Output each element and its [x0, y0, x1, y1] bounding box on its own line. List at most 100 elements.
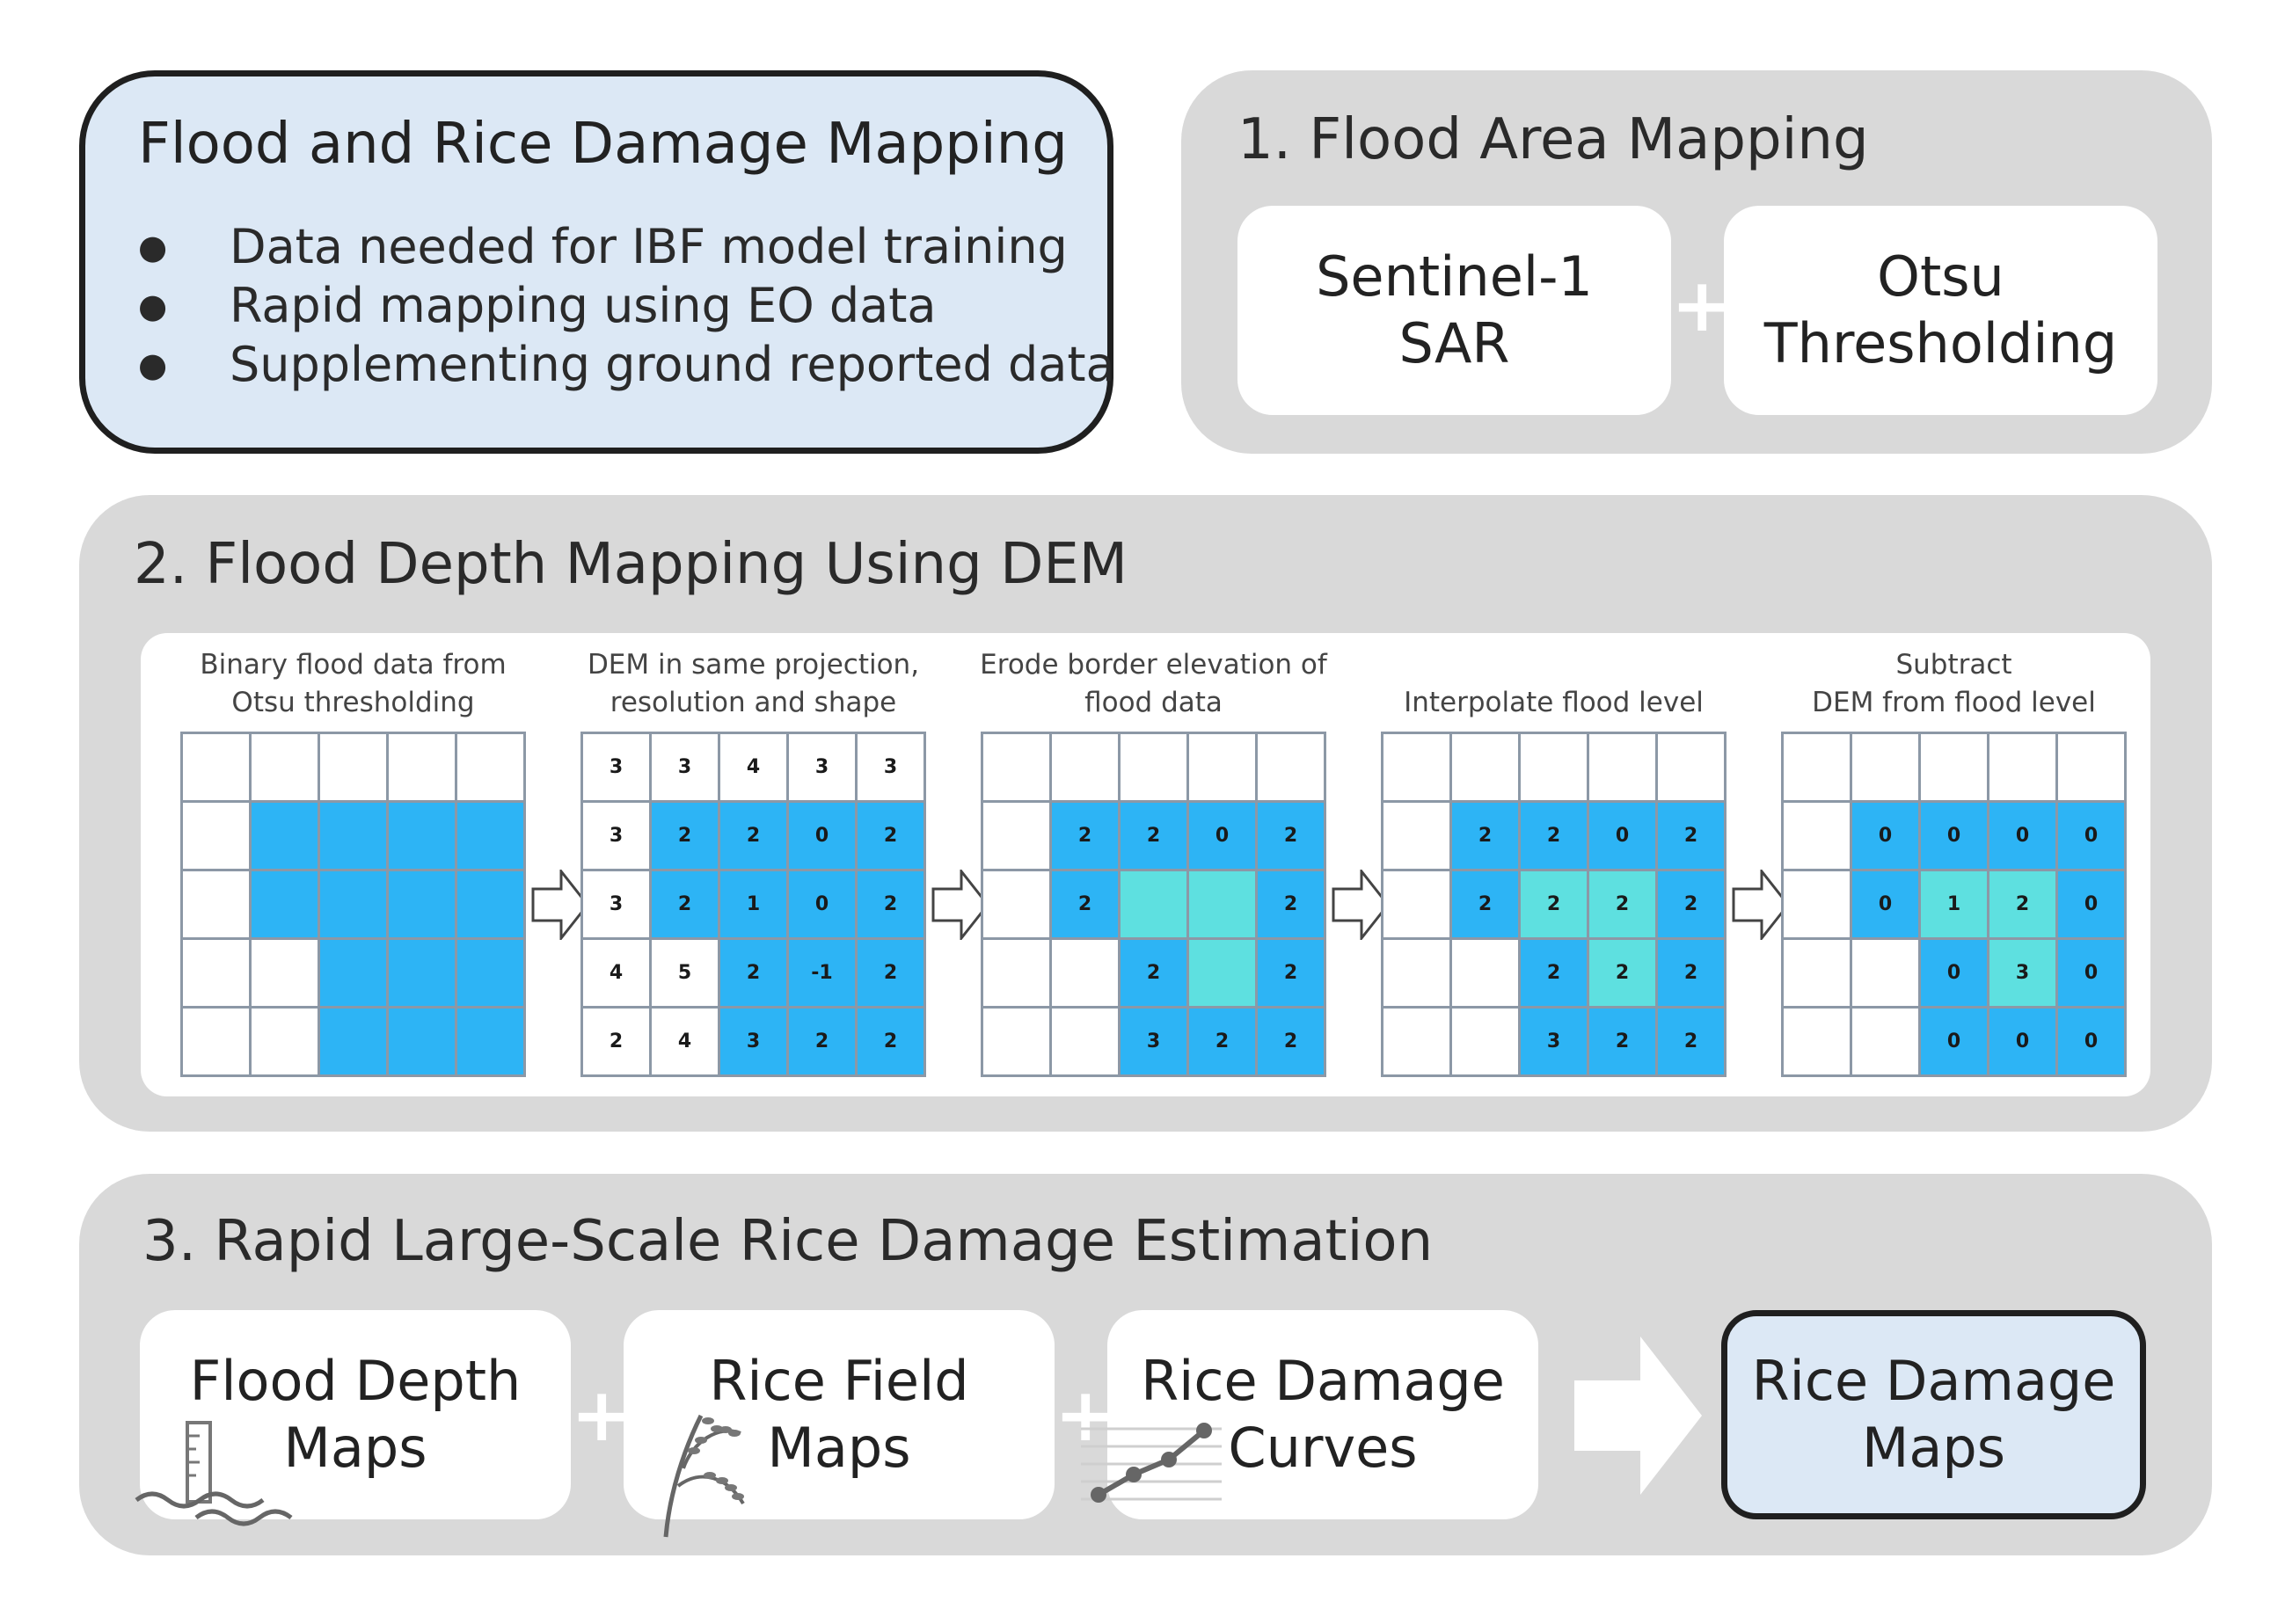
grid-cell: 3	[858, 734, 923, 800]
grid-cell: 3	[583, 734, 649, 800]
grid-cell	[1852, 1009, 1918, 1074]
grid-cell: 2	[1521, 940, 1587, 1006]
grid-cell	[1921, 734, 1987, 800]
box-line: Sentinel-1	[1316, 244, 1593, 310]
grid-cell	[1258, 734, 1324, 800]
grid-cell: 3	[1521, 1009, 1587, 1074]
intro-box: Flood and Rice Damage Mapping ●Data need…	[79, 70, 1115, 454]
rice-damage-estimation-panel: 3. Rapid Large-Scale Rice Damage Estimat…	[79, 1174, 2212, 1555]
step-label-line: Interpolate flood level	[1404, 687, 1704, 718]
bullet-item: ●Supplementing ground reported data	[138, 335, 1115, 394]
damage-curve-icon	[1081, 1423, 1222, 1503]
step-label-line: Subtract	[1895, 649, 2012, 681]
grid-cell	[183, 940, 249, 1006]
grid-cell	[457, 734, 523, 800]
grid-cell: 2	[858, 1009, 923, 1074]
bullet-dot: ●	[138, 227, 168, 266]
grid-cell: 1	[720, 871, 786, 937]
grid-cell	[320, 1009, 386, 1074]
grid-cell: -1	[789, 940, 855, 1006]
grid-cell	[252, 1009, 318, 1074]
box-line: Curves	[1228, 1416, 1418, 1480]
box-line: Rice Damage	[1141, 1349, 1505, 1414]
grid-cell: 2	[1658, 1009, 1724, 1074]
grid-cell: 3	[789, 734, 855, 800]
grid-cell	[983, 734, 1049, 800]
grid-cell	[1052, 734, 1118, 800]
grid-cell: 2	[1589, 1009, 1655, 1074]
bullet-text: Rapid mapping using EO data	[230, 278, 937, 333]
bullet-item: ●Data needed for IBF model training	[138, 217, 1115, 276]
rice-plant-icon	[663, 1414, 745, 1538]
rice-field-maps-box: Rice Field Maps	[624, 1310, 1055, 1538]
flood-depth-maps-box: Flood Depth Maps	[135, 1310, 571, 1526]
grid-cell	[1189, 940, 1255, 1006]
bullet-item: ● Rapid mapping using EO data	[138, 276, 1115, 335]
grid-cell: 2	[858, 803, 923, 869]
grid-cell: 0	[1989, 803, 2055, 869]
grid-cell	[2058, 734, 2124, 800]
step-label-line: Binary flood data from	[200, 649, 507, 681]
grid-cell: 0	[1921, 940, 1987, 1006]
rice-damage-curves-box: Rice Damage Curves	[1081, 1310, 1538, 1519]
grid-cell	[389, 1009, 455, 1074]
arrow-right-icon	[531, 869, 589, 940]
grid-cell	[1784, 1009, 1850, 1074]
arrow-right-icon	[1732, 869, 1790, 940]
grid-cell: 2	[720, 803, 786, 869]
box-line: Flood Depth	[189, 1349, 522, 1414]
grid-cell	[1383, 803, 1449, 869]
grid-cell: 0	[1852, 803, 1918, 869]
grid-cell	[1189, 734, 1255, 800]
grid-cell: 4	[652, 1009, 718, 1074]
grid-cell	[320, 940, 386, 1006]
grid-cell: 3	[1121, 1009, 1186, 1074]
grid-cell: 2	[1452, 803, 1518, 869]
grid-cell: 0	[1989, 1009, 2055, 1074]
grid-cell: 2	[1589, 871, 1655, 937]
grid-cell	[389, 871, 455, 937]
grid-cell	[1452, 1009, 1518, 1074]
grid-cell	[1784, 940, 1850, 1006]
grid-cell	[1383, 940, 1449, 1006]
grid-cell	[252, 734, 318, 800]
box-line: Maps	[1861, 1416, 2006, 1480]
grid-cell	[183, 1009, 249, 1074]
grid-cell: 0	[1852, 871, 1918, 937]
grid-cell	[457, 871, 523, 937]
rice-damage-maps-result-box: Rice Damage Maps	[1721, 1310, 2146, 1519]
grid-cell	[983, 940, 1049, 1006]
grid-cell	[1121, 734, 1186, 800]
grid-cell	[320, 871, 386, 937]
grid-cell: 2	[1989, 871, 2055, 937]
box-line: Maps	[767, 1416, 911, 1480]
grid-cell: 2	[1658, 940, 1724, 1006]
plus-icon: +	[571, 1372, 633, 1458]
grid-cell	[983, 803, 1049, 869]
grid-cell: 0	[789, 871, 855, 937]
grid-cell: 0	[1921, 1009, 1987, 1074]
grid-cell: 2	[1258, 940, 1324, 1006]
grid-cell: 0	[1189, 803, 1255, 869]
panel-title: 1. Flood Area Mapping	[1237, 107, 1869, 172]
arrow-right-icon	[931, 869, 989, 940]
bullet-text: Supplementing ground reported data	[230, 337, 1115, 392]
sentinel-sar-box: Sentinel-1 SAR	[1237, 206, 1671, 415]
grid-cell	[1784, 734, 1850, 800]
flood-depth-mapping-panel: 2. Flood Depth Mapping Using DEM Binary …	[79, 495, 2212, 1132]
grid-cell	[1521, 734, 1587, 800]
grid-cell: 2	[1658, 871, 1724, 937]
grid-cell: 4	[583, 940, 649, 1006]
grid-cell: 2	[1189, 1009, 1255, 1074]
grid-cell	[457, 803, 523, 869]
grid-cell: 0	[1589, 803, 1655, 869]
grid-cell: 2	[652, 871, 718, 937]
grid-cell: 2	[858, 871, 923, 937]
intro-bullet-list: ●Data needed for IBF model training ● Rap…	[138, 217, 1115, 394]
bullet-dot: ●	[138, 286, 168, 325]
grid-cell: 2	[1521, 803, 1587, 869]
